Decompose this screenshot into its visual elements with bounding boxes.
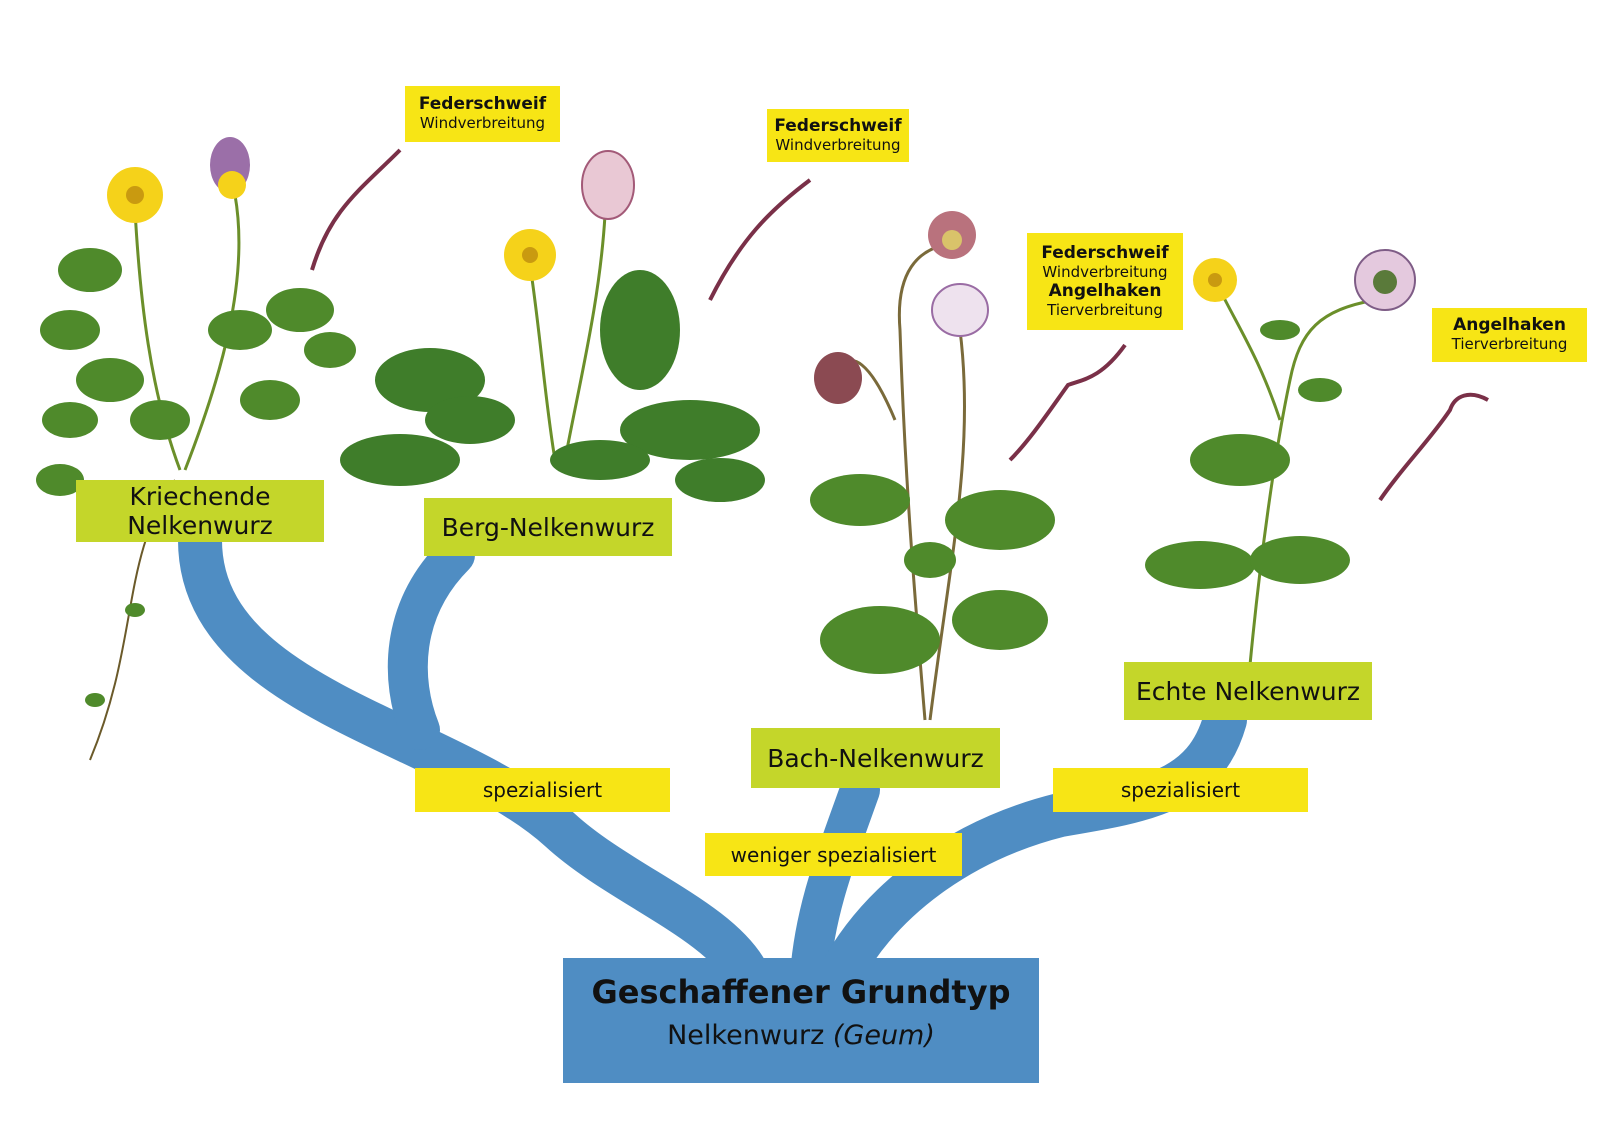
species-label-bach: Bach-Nelkenwurz [751, 728, 1000, 788]
tree-branches [178, 518, 1247, 997]
seed-note-kriechende: Federschweif Windverbreitung [405, 86, 560, 142]
hooked-seed-icon [1378, 392, 1489, 502]
species-label-kriechende: Kriechende Nelkenwurz [76, 480, 324, 542]
species-name: Echte Nelkenwurz [1135, 676, 1361, 706]
root-box: Geschaffener Grundtyp Nelkenwurz (Geum) [563, 958, 1039, 1083]
feather-seed-icon [708, 178, 812, 301]
note-text: Tierverbreitung [1451, 335, 1568, 353]
species-name: Kriechende Nelkenwurz [127, 482, 273, 540]
note-text: Windverbreitung [775, 135, 901, 154]
note-title: Federschweif [1041, 242, 1169, 263]
note-text: Windverbreitung [419, 114, 546, 132]
branch-bach [790, 770, 880, 995]
note-title: Federschweif [418, 94, 547, 114]
species-label-echte: Echte Nelkenwurz [1124, 662, 1372, 720]
seed-note-echte: Angelhaken Tierverbreitung [1432, 308, 1587, 362]
branch-label-text: weniger spezialisiert [730, 842, 937, 867]
species-name: Bach-Nelkenwurz [767, 743, 984, 773]
mountain-avens-plant-icon [340, 150, 765, 502]
hooked-seed-icon [1008, 343, 1127, 462]
note-title: Federschweif [774, 115, 902, 136]
branch-label-left: spezialisiert [415, 768, 670, 812]
seed-note-bach: Federschweif Windverbreitung Angelhaken … [1027, 233, 1183, 330]
species-label-berg: Berg-Nelkenwurz [424, 498, 672, 556]
branch-label-middle: weniger spezialisiert [705, 833, 962, 876]
root-title: Geschaffener Grundtyp [591, 973, 1011, 1011]
root-subtitle-name: Nelkenwurz [667, 1020, 833, 1051]
note-text: Windverbreitung [1042, 262, 1168, 281]
wood-avens-plant-icon [1145, 249, 1416, 666]
note-title: Angelhaken [1453, 315, 1566, 335]
note-text: Tierverbreitung [1047, 300, 1163, 319]
species-name: Berg-Nelkenwurz [441, 512, 655, 542]
note-title: Angelhaken [1048, 280, 1162, 301]
root-subtitle-latin: (Geum) [832, 1020, 935, 1051]
branch-label-right: spezialisiert [1053, 768, 1308, 812]
feather-seed-icon [310, 148, 402, 271]
branch-label-text: spezialisiert [1120, 778, 1241, 802]
branch-kriechende [178, 518, 770, 997]
seed-note-berg: Federschweif Windverbreitung [767, 109, 909, 162]
water-avens-plant-icon [810, 211, 1055, 721]
branch-label-text: spezialisiert [482, 778, 603, 802]
creeping-avens-plant-icon [36, 137, 356, 761]
branch-berg [387, 535, 475, 750]
root-subtitle: Nelkenwurz (Geum) [563, 1020, 1039, 1051]
